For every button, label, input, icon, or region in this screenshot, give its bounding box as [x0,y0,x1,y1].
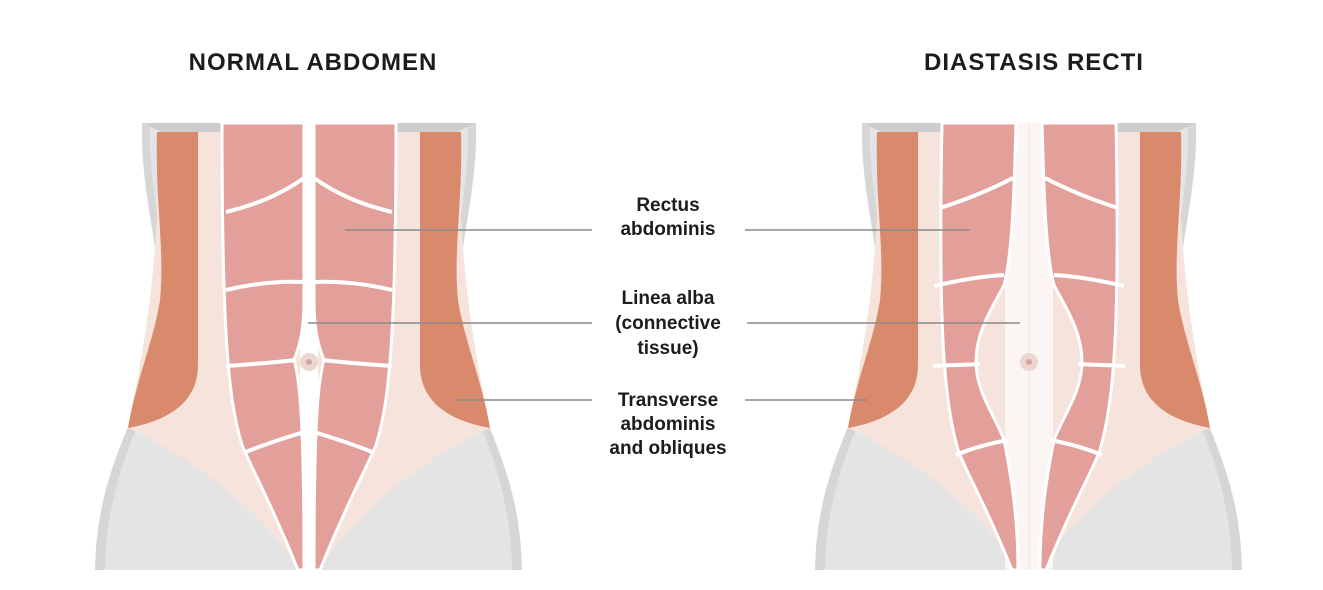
diastasis-recti-illustration [810,80,1250,572]
label-rectus-abdominis: Rectus abdominis [620,195,715,240]
title-diastasis-recti: DIASTASIS RECTI [924,49,1144,76]
label-line: (connective [615,313,721,334]
label-linea-alba: Linea alba (connective tissue) [615,288,721,359]
title-normal-abdomen: NORMAL ABDOMEN [189,49,438,76]
label-line: and obliques [609,438,726,459]
label-line: tissue) [637,338,698,359]
label-line: abdominis [620,414,715,435]
label-transverse-abdominis: Transverse abdominis and obliques [609,390,726,459]
label-line: Linea alba [622,288,715,309]
label-line: abdominis [620,219,715,240]
rectus-separated [932,121,1020,572]
normal-abdomen-illustration [90,80,530,572]
rectus-left [220,121,306,572]
label-line: Rectus [636,195,699,216]
label-line: Transverse [618,390,718,411]
